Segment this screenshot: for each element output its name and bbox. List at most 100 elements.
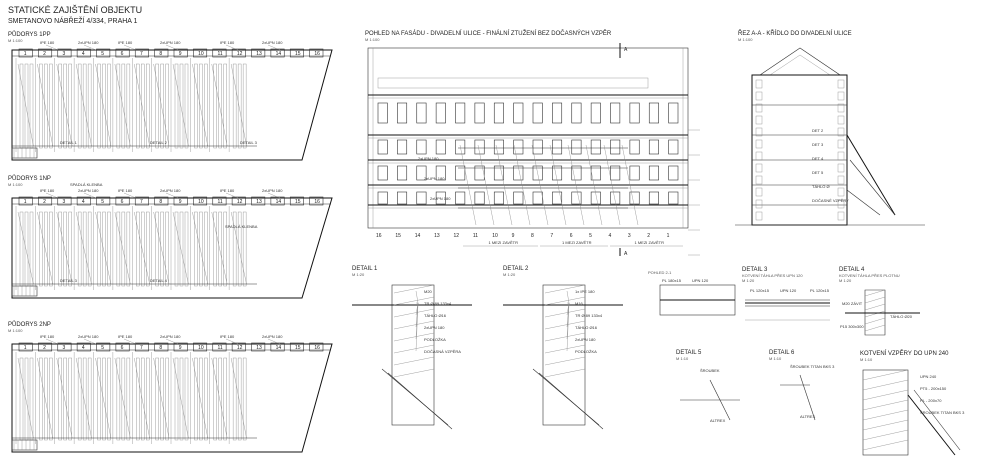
bay-box (289, 196, 304, 206)
bay-box (154, 342, 169, 352)
timber-beam (146, 63, 150, 149)
hatch (393, 344, 435, 354)
detail-4-scale: M 1:20 (839, 278, 852, 283)
timber-beam (58, 63, 62, 149)
timber-beam (63, 63, 67, 149)
diagonal-brace (56, 357, 73, 439)
hatch (864, 303, 886, 311)
bay-box (154, 48, 169, 58)
facade-beam-label: 2xUPN 180 (418, 156, 439, 161)
timber-beam (44, 63, 48, 149)
wall-block (837, 91, 845, 101)
bay-box (289, 48, 304, 58)
timber-beam (49, 63, 53, 149)
facade-scale: M 1:100 (365, 37, 380, 42)
window (552, 191, 563, 205)
facade-axis-number: 14 (415, 233, 421, 239)
hatch (544, 320, 586, 330)
timber-beam (146, 357, 150, 441)
hatch (393, 368, 435, 378)
timber-beam (223, 63, 227, 149)
bay-number: 11 (217, 51, 222, 57)
timber-beam (165, 63, 169, 149)
bay-box (115, 342, 130, 352)
timber-beam (160, 211, 164, 287)
detail-2-label: TR Ø 89 133x4 (575, 313, 603, 318)
timber-beam (107, 211, 111, 287)
wall-section (391, 284, 435, 426)
leader-line (83, 338, 97, 345)
brace (585, 144, 603, 226)
diagonal-brace (95, 211, 112, 285)
upn240-label: UPN 240 (920, 374, 937, 379)
timber-beam (126, 357, 131, 441)
detail-6-scale: M 1:10 (769, 356, 782, 361)
bay-number: 6 (121, 345, 124, 351)
window (571, 165, 582, 181)
bay-number: 15 (295, 51, 301, 57)
strut (387, 372, 453, 430)
timber-beam (24, 357, 29, 441)
window (474, 191, 485, 205)
timber-beam (97, 63, 101, 149)
window (648, 191, 659, 205)
timber-beam (204, 211, 208, 287)
diagonal-brace (172, 211, 189, 285)
hatch (544, 308, 586, 318)
timber-beam (213, 63, 217, 149)
timber-beam (116, 357, 121, 441)
diagonal-brace (75, 63, 92, 147)
brace (603, 144, 621, 226)
temporary-strut (849, 159, 896, 216)
timber-beam (184, 63, 189, 149)
upn240-wall (862, 369, 909, 456)
section-scale: M 1:100 (738, 37, 753, 42)
timber-beam (155, 211, 159, 287)
section-marker-label: A (624, 47, 628, 53)
timber-beam (121, 63, 126, 149)
diagonal-brace (56, 63, 73, 147)
hatch (862, 409, 909, 421)
timber-beam (49, 211, 53, 287)
stair-block (11, 285, 38, 297)
timber-beam (68, 63, 72, 149)
diagonal-brace (75, 211, 92, 285)
detail-5-label: ŠROUBEK (700, 368, 720, 373)
detail-callout: DETAIL 1 (60, 140, 78, 145)
diagonal-brace (114, 63, 131, 147)
drawing-title: STATICKÉ ZAJIŠTĚNÍ OBJEKTU (8, 5, 143, 15)
detail-upn240-scale: M 1:10 (860, 357, 873, 362)
detail-1-scale: M 1:20 (352, 272, 365, 277)
upn240-label: ŠROUBEK TITAN BKS 3 (920, 410, 965, 415)
timber-beam (179, 63, 184, 149)
section-label: DOČASNÉ VZPĚRY (812, 198, 849, 203)
diagonal-brace (134, 63, 150, 147)
stair-block (11, 439, 38, 451)
timber-beam (160, 63, 164, 149)
wall-block (755, 127, 763, 137)
hatch (544, 284, 586, 294)
timber-beam (237, 357, 242, 441)
facade-axis-number: 2 (647, 233, 650, 239)
diagonal-brace (37, 63, 53, 147)
diagonal-brace (37, 211, 53, 285)
bay-number: 2 (43, 199, 46, 205)
brace (477, 144, 495, 226)
window (493, 139, 504, 155)
detail-2-scale: M 1:20 (503, 272, 516, 277)
detail-6-label: ŠROUBEK TITAN BKS 3 (790, 364, 835, 369)
timber-beam (218, 63, 222, 149)
timber-beam (116, 211, 121, 287)
beam-label: 2xUPN 180 (160, 334, 181, 339)
timber-beam (102, 63, 106, 149)
wall-block (837, 199, 845, 209)
bay-box (38, 342, 53, 352)
facade-axis-number: 1 (667, 233, 670, 239)
beam-label: 2xUPN 180 (262, 188, 283, 193)
beam-label: IPE 180 (40, 188, 55, 193)
window (610, 165, 621, 181)
diagonal-brace (17, 63, 34, 147)
bay-box (173, 48, 188, 58)
view-2-1-label: PL 180x15 (662, 278, 682, 283)
wall-block (755, 187, 763, 197)
